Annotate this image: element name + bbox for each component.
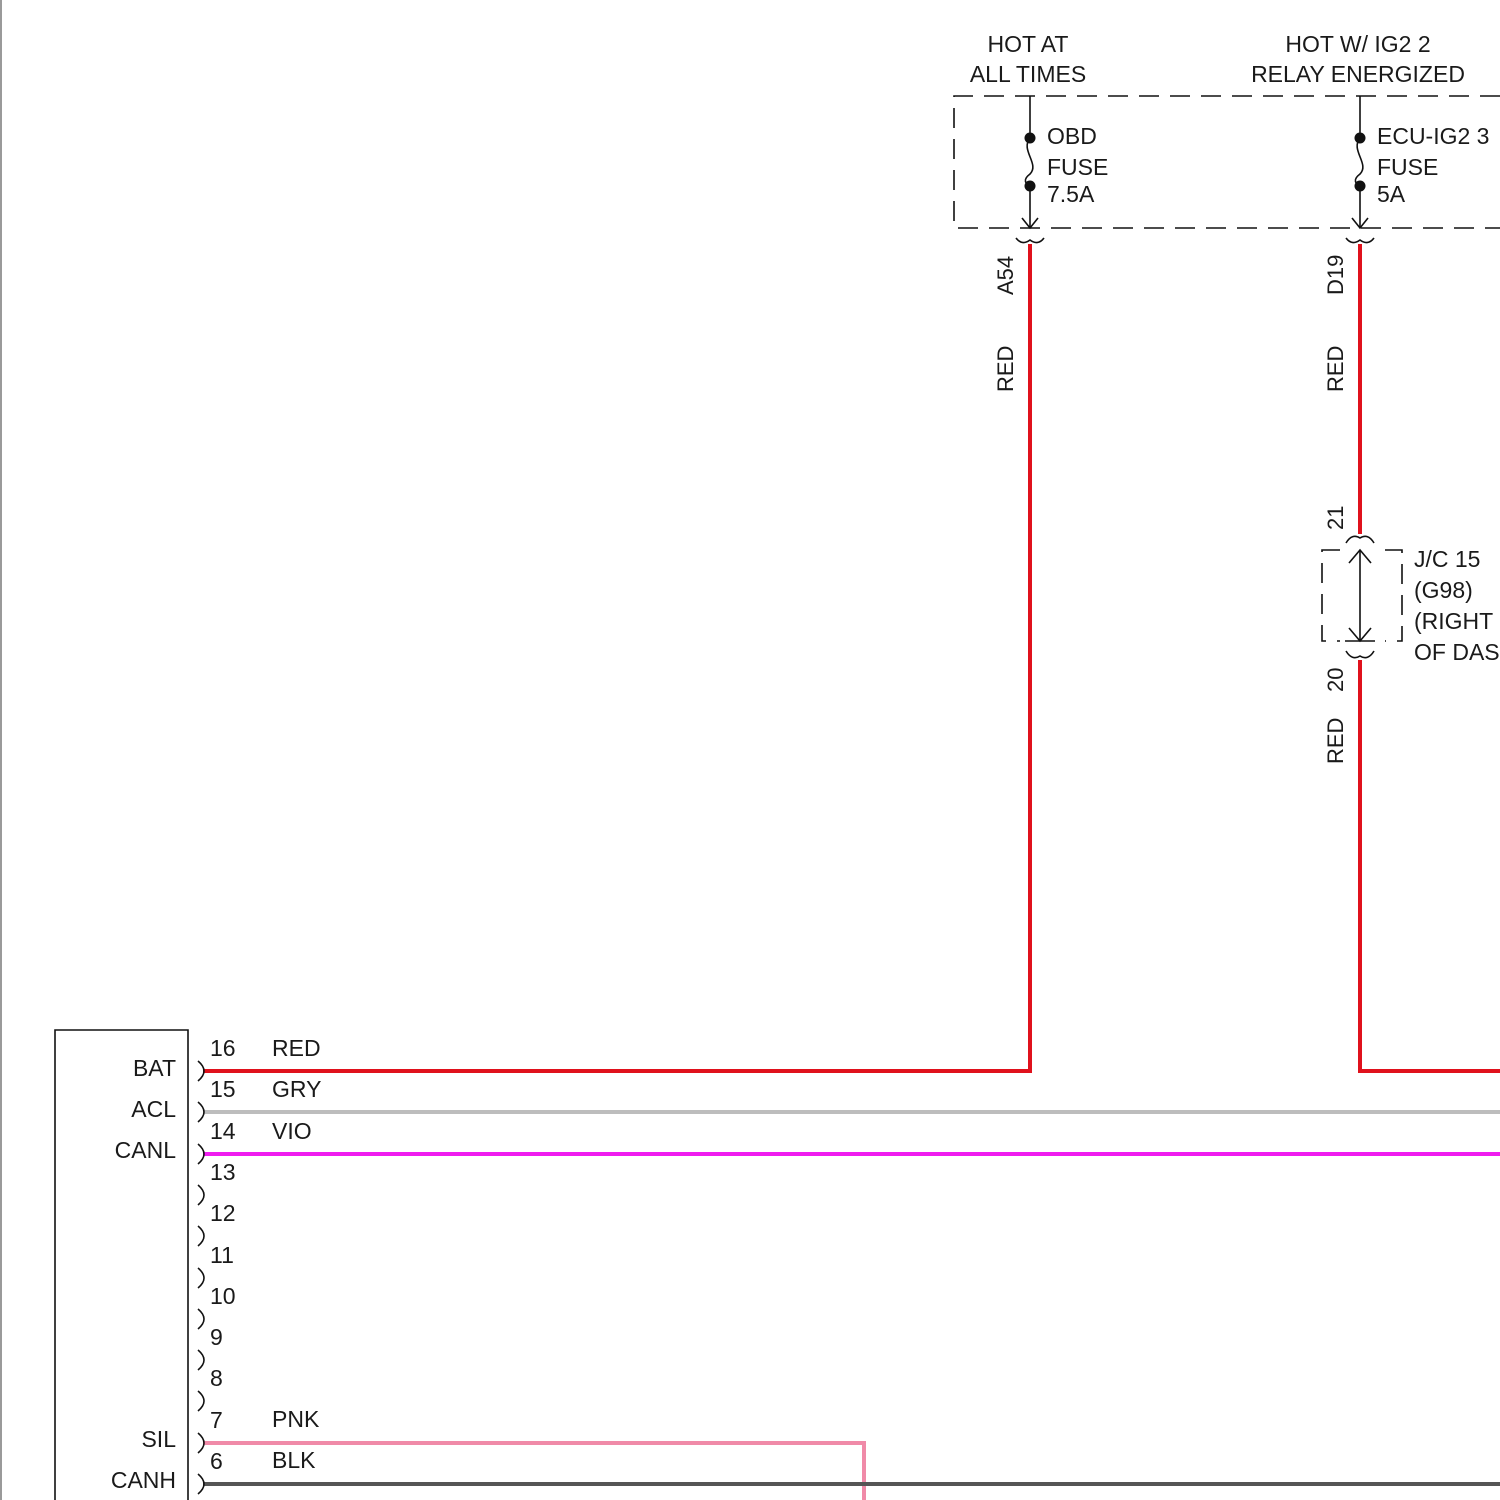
pin-number: 10 bbox=[210, 1283, 236, 1309]
pin-number: 8 bbox=[210, 1365, 223, 1391]
wire-red-obd bbox=[203, 244, 1030, 1071]
terminal-d19-label: D19 bbox=[1323, 255, 1348, 295]
pin-14: 14 CANL VIO bbox=[115, 1118, 312, 1164]
junction-label-line3: (RIGHT bbox=[1414, 608, 1493, 634]
pin-wire-color: RED bbox=[272, 1035, 321, 1061]
left-source-line1: HOT AT bbox=[988, 31, 1069, 57]
junction-top-mark bbox=[1346, 536, 1374, 543]
ecu-ig2-fuse-rating: 5A bbox=[1377, 181, 1406, 207]
pin-terminal-mark bbox=[198, 1226, 204, 1246]
junction-pin-out: 20 bbox=[1323, 668, 1348, 692]
junction-bottom-mark bbox=[1346, 651, 1374, 658]
ecu-ig2-fuse-name: ECU-IG2 3 bbox=[1377, 123, 1489, 149]
pin-number: 15 bbox=[210, 1076, 236, 1102]
pin-terminal-mark bbox=[198, 1350, 204, 1370]
pin-number: 6 bbox=[210, 1448, 223, 1474]
pin-wire-color: VIO bbox=[272, 1118, 312, 1144]
junction-label-line4: OF DAS bbox=[1414, 639, 1500, 665]
pin-wire-color: GRY bbox=[272, 1076, 321, 1102]
pin-number: 16 bbox=[210, 1035, 236, 1061]
pin-terminal-mark bbox=[198, 1391, 204, 1411]
pin-9: 9 bbox=[198, 1324, 223, 1370]
left-source-line2: ALL TIMES bbox=[970, 61, 1086, 87]
junction-bridge bbox=[1345, 550, 1375, 641]
pin-10: 10 bbox=[198, 1283, 236, 1329]
obd-fuse-rating: 7.5A bbox=[1047, 181, 1095, 207]
pin-signal-name: ACL bbox=[131, 1096, 176, 1122]
terminal-a54-mark bbox=[1016, 238, 1044, 243]
pin-16: 16 BAT RED bbox=[133, 1035, 321, 1081]
pin-13: 13 bbox=[198, 1159, 236, 1205]
pin-signal-name: SIL bbox=[141, 1426, 176, 1452]
terminal-a54-label: A54 bbox=[993, 256, 1018, 295]
pin-number: 9 bbox=[210, 1324, 223, 1350]
pin-7: 7 SIL PNK bbox=[141, 1406, 319, 1453]
pin-number: 7 bbox=[210, 1407, 223, 1433]
obd-fuse-word: FUSE bbox=[1047, 154, 1108, 180]
pin-terminal-mark bbox=[198, 1185, 204, 1205]
right-source-line1: HOT W/ IG2 2 bbox=[1285, 31, 1430, 57]
left-wire-color-label: RED bbox=[993, 346, 1018, 392]
pin-12: 12 bbox=[198, 1200, 236, 1246]
junction-label-line1: J/C 15 bbox=[1414, 546, 1480, 572]
right-wire-color-lower-label: RED bbox=[1323, 718, 1348, 764]
pin-8: 8 bbox=[198, 1365, 223, 1411]
obd-fuse-name: OBD bbox=[1047, 123, 1097, 149]
pin-wire-color: BLK bbox=[272, 1447, 316, 1473]
pin-signal-name: CANH bbox=[111, 1467, 176, 1493]
ecu-ig2-fuse-word: FUSE bbox=[1377, 154, 1438, 180]
right-source-line2: RELAY ENERGIZED bbox=[1251, 61, 1465, 87]
right-wire-color-upper-label: RED bbox=[1323, 346, 1348, 392]
terminal-d19-mark bbox=[1346, 238, 1374, 243]
pin-signal-name: BAT bbox=[133, 1055, 176, 1081]
pin-number: 13 bbox=[210, 1159, 236, 1185]
junction-label-line2: (G98) bbox=[1414, 577, 1473, 603]
connector-pins: 16 BAT RED 15 ACL GRY 14 CANL VIO 13 12 bbox=[111, 1035, 322, 1494]
pin-number: 14 bbox=[210, 1118, 236, 1144]
junction-box-right bbox=[1385, 550, 1402, 641]
ecu-ig2-fuse bbox=[1352, 96, 1368, 228]
junction-box-left bbox=[1322, 550, 1340, 641]
pin-number: 11 bbox=[210, 1242, 234, 1268]
pin-6: 6 CANH BLK bbox=[111, 1447, 316, 1494]
pin-11: 11 bbox=[198, 1242, 234, 1288]
pin-terminal-mark bbox=[198, 1268, 204, 1288]
wire-red-ecu-lower bbox=[1360, 660, 1500, 1071]
pin-terminal-mark bbox=[198, 1309, 204, 1329]
junction-pin-in: 21 bbox=[1323, 506, 1348, 530]
pin-wire-color: PNK bbox=[272, 1406, 320, 1432]
obd-fuse bbox=[1022, 96, 1038, 228]
pin-number: 12 bbox=[210, 1200, 236, 1226]
pin-15: 15 ACL GRY bbox=[131, 1076, 321, 1122]
pin-signal-name: CANL bbox=[115, 1137, 177, 1163]
